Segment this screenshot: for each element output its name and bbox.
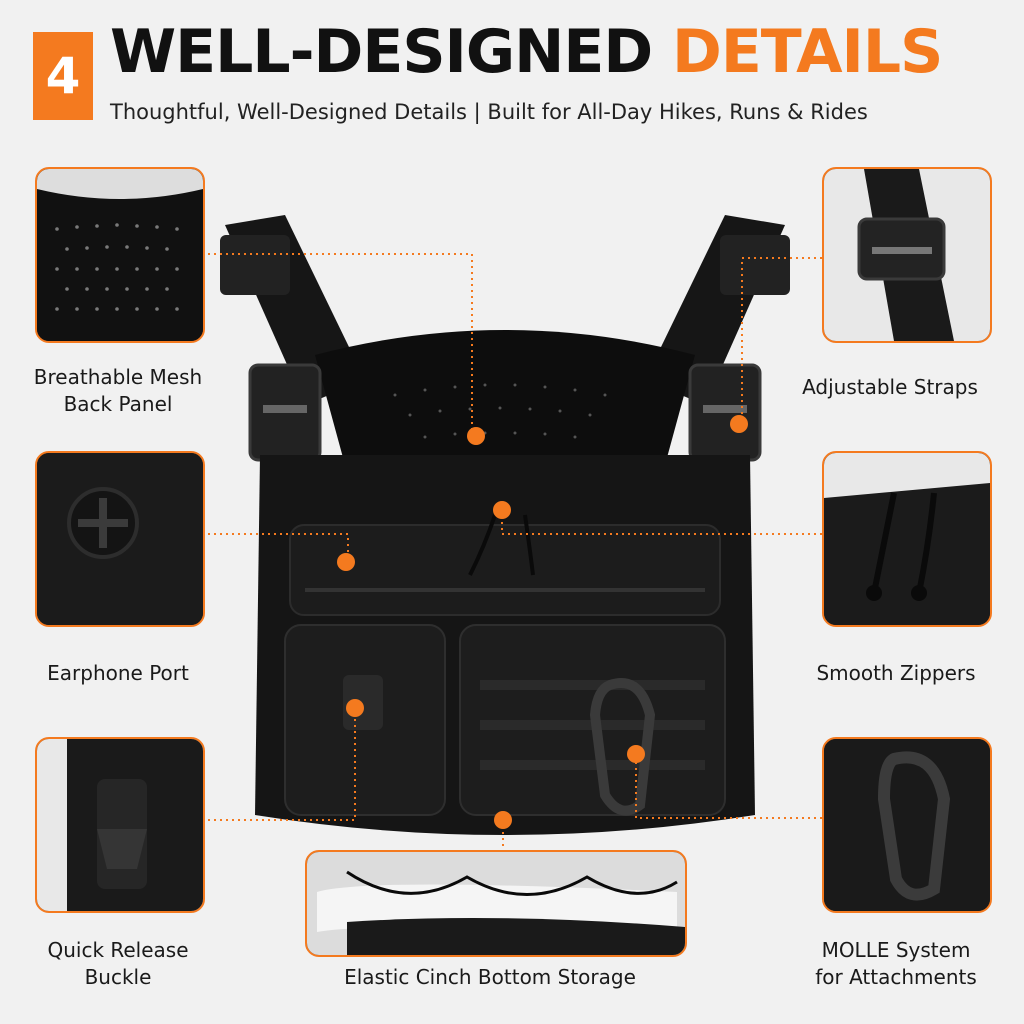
- bottom-storage-label: Elastic Cinch Bottom Storage: [344, 965, 636, 989]
- zippers-detail-thumbnail: [822, 451, 992, 627]
- chest-rig-product-image: [220, 215, 790, 835]
- buckle-hotspot: [346, 699, 364, 717]
- mesh-hotspot: [467, 427, 485, 445]
- mesh-label: Breathable Mesh Back Panel: [33, 365, 203, 416]
- molle-label: MOLLE System for Attachments: [815, 938, 977, 989]
- mesh-detail-thumbnail: [35, 167, 205, 343]
- molle-hotspot: [627, 745, 645, 763]
- zippers-label: Smooth Zippers: [816, 661, 976, 685]
- bottom-storage-detail-thumbnail: [305, 850, 687, 957]
- earphone-hotspot: [337, 553, 355, 571]
- earphone-label: Earphone Port: [47, 661, 189, 685]
- buckle-detail-thumbnail: [35, 737, 205, 913]
- page-subtitle: Thoughtful, Well-Designed Details | Buil…: [110, 100, 868, 124]
- number-badge: 4: [33, 32, 93, 120]
- straps-detail-thumbnail: [822, 167, 992, 343]
- title-dark: WELL-DESIGNED: [110, 17, 653, 87]
- straps-hotspot: [730, 415, 748, 433]
- page-title: WELL-DESIGNED DETAILS: [110, 22, 943, 82]
- buckle-label: Quick Release Buckle: [47, 938, 189, 989]
- earphone-detail-thumbnail: [35, 451, 205, 627]
- title-accent: DETAILS: [672, 17, 943, 87]
- bottom-hotspot: [494, 811, 512, 829]
- zipper-hotspot: [493, 501, 511, 519]
- molle-detail-thumbnail: [822, 737, 992, 913]
- straps-label: Adjustable Straps: [802, 375, 978, 399]
